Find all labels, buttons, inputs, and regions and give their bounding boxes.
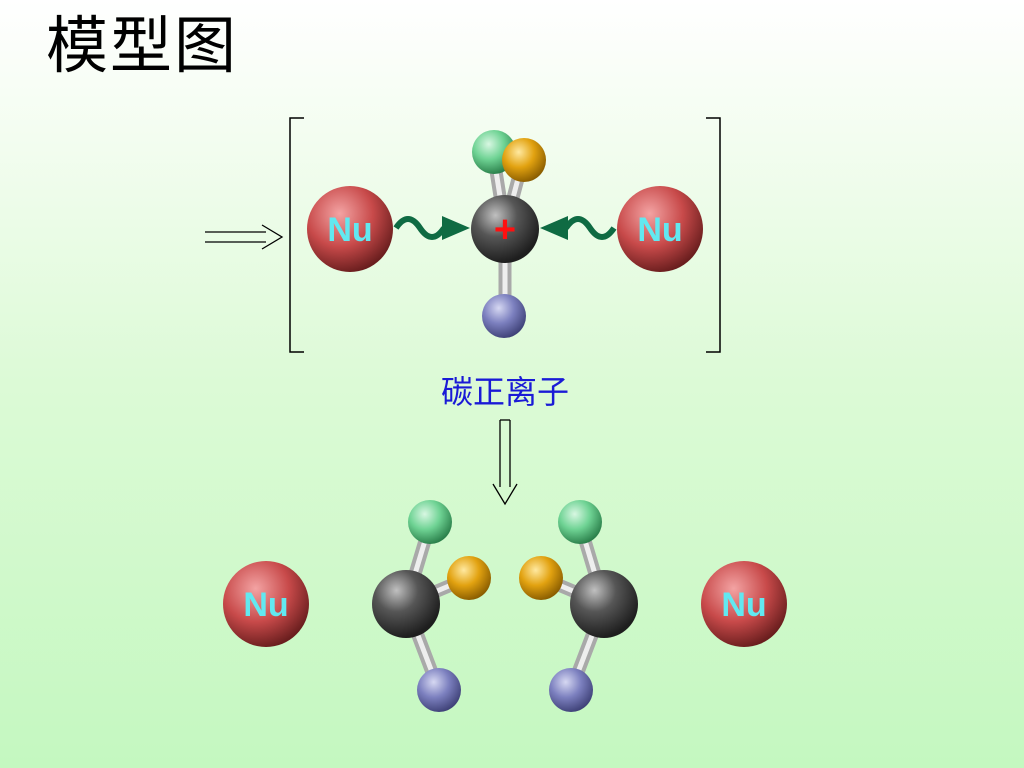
nu-atom-bottom-left xyxy=(223,561,309,647)
right-bracket xyxy=(706,117,721,353)
nu-atom-top-right xyxy=(617,186,703,272)
nu-label-bottom-left: Nu xyxy=(243,586,288,624)
nu-atom-bottom-right xyxy=(701,561,787,647)
yellow-atom xyxy=(502,138,546,182)
product-left: Nu xyxy=(223,500,491,712)
nu-label-bottom-right: Nu xyxy=(721,586,766,624)
left-bracket xyxy=(289,117,304,353)
nu-atom-top-left xyxy=(307,186,393,272)
reaction-arrow-down xyxy=(492,419,518,506)
page-title: 模型图 xyxy=(46,9,239,82)
carbon-atom xyxy=(570,570,638,638)
carbocation-charge: + xyxy=(494,209,516,251)
reaction-arrow-right xyxy=(205,224,284,250)
carbon-atom xyxy=(372,570,440,638)
nu-label-top-left: Nu xyxy=(327,211,372,249)
blue-atom xyxy=(482,294,526,338)
nu-label-top-right: Nu xyxy=(637,211,682,249)
product-right: Nu xyxy=(519,500,787,712)
green-atom xyxy=(558,500,602,544)
blue-atom xyxy=(549,668,593,712)
green-atom xyxy=(408,500,452,544)
yellow-atom xyxy=(519,556,563,600)
attack-arrow-right xyxy=(540,216,617,240)
carbocation-caption: 碳正离子 xyxy=(440,373,569,411)
attack-arrow-left xyxy=(393,216,470,240)
blue-atom xyxy=(417,668,461,712)
carbon-atom xyxy=(471,195,539,263)
yellow-atom xyxy=(447,556,491,600)
